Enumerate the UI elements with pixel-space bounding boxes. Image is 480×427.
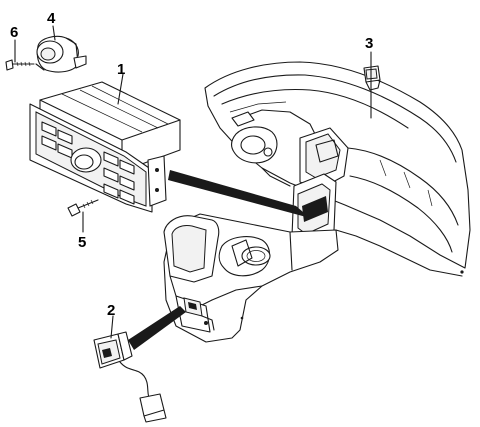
dashboard-illustration <box>204 61 471 277</box>
clip-part-3 <box>363 65 381 91</box>
sensor-part-2 <box>93 331 167 423</box>
floor-console-illustration <box>163 213 339 343</box>
actuator-motor-part-4 <box>35 35 87 73</box>
callout-5: 5 <box>78 234 86 251</box>
callout-labels: 1 2 3 4 5 6 <box>10 10 373 319</box>
pointer-band-sensor-to-console <box>128 306 186 350</box>
callout-1: 1 <box>117 61 125 78</box>
callout-2: 2 <box>107 302 115 319</box>
screw-part-6 <box>5 59 35 71</box>
callout-4: 4 <box>47 10 56 27</box>
leader-lines <box>14 25 372 339</box>
callout-3: 3 <box>365 35 373 52</box>
pointer-band-ac-to-dash <box>168 170 310 218</box>
ac-control-unit-part-1 <box>29 81 181 213</box>
screw-part-5 <box>67 199 99 217</box>
callout-6: 6 <box>10 24 18 41</box>
